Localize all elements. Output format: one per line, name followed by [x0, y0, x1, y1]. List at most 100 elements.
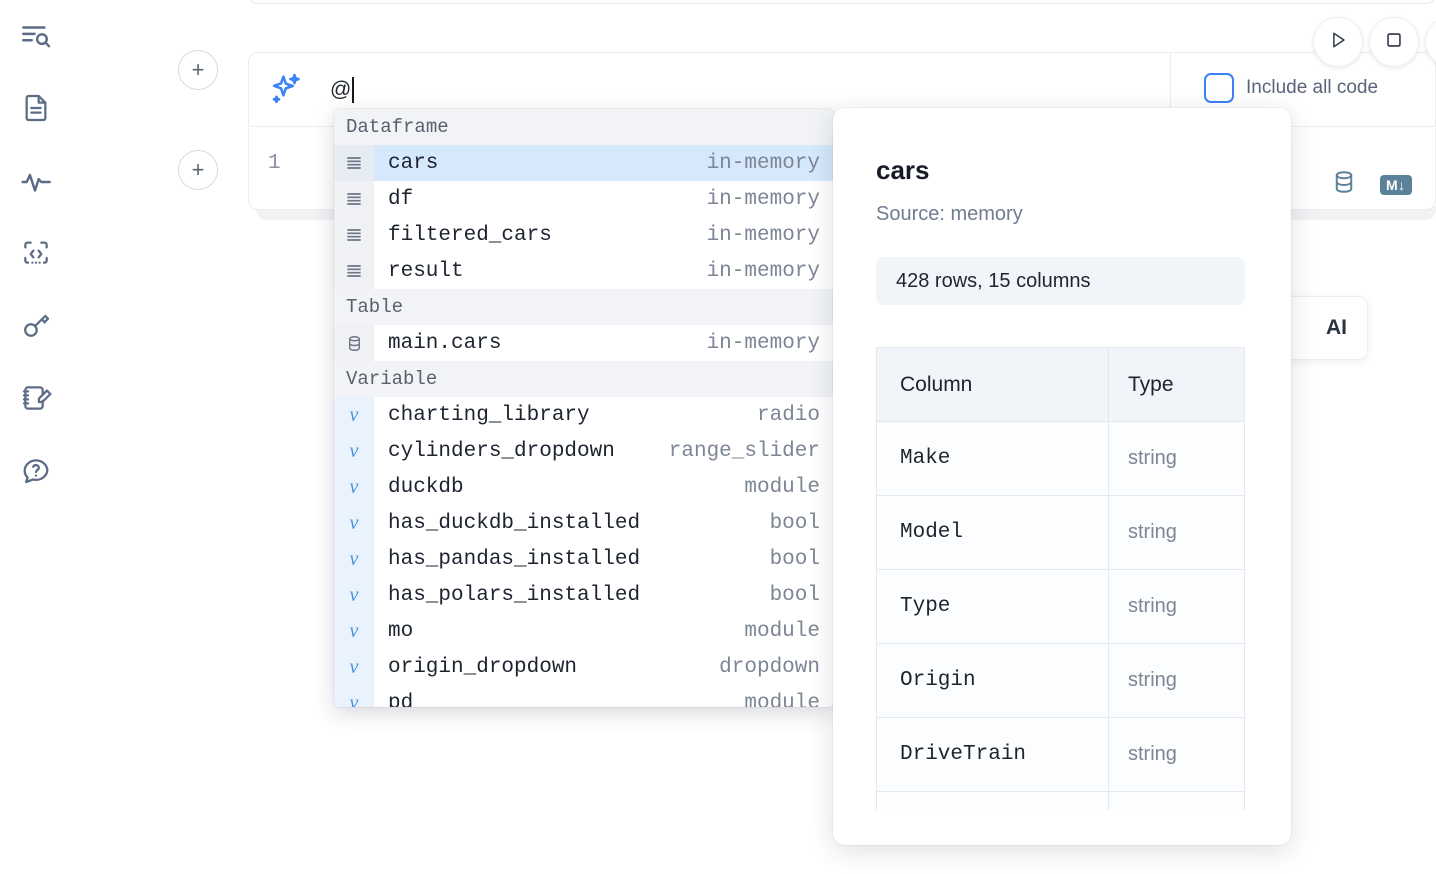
code-line-number: 1	[268, 152, 281, 175]
autocomplete-item-name: pd	[388, 691, 414, 708]
notebook-pen-icon	[20, 382, 52, 414]
stop-button[interactable]	[1369, 17, 1419, 67]
include-all-code-checkbox[interactable]	[1204, 73, 1234, 103]
left-icon-rail	[0, 0, 72, 874]
detail-title: cars	[876, 155, 930, 185]
autocomplete-item[interactable]: main.cars in-memory	[334, 325, 834, 361]
autocomplete-item-kind: module	[744, 475, 820, 499]
detail-column-name: DriveTrain	[877, 718, 1109, 791]
table-icon	[334, 325, 374, 361]
autocomplete-item-name: charting_library	[388, 403, 590, 427]
variable-icon: v	[334, 397, 374, 433]
autocomplete-item-name: has_polars_installed	[388, 583, 641, 607]
autocomplete-item-name: origin_dropdown	[388, 655, 578, 679]
detail-column-name: Type	[877, 570, 1109, 643]
variable-icon: v	[334, 433, 374, 469]
sidebar-item-variables[interactable]	[14, 160, 58, 204]
file-text-icon	[20, 92, 52, 124]
search-outline-icon	[19, 19, 53, 53]
plus-icon: +	[191, 57, 205, 82]
autocomplete-item-kind: bool	[769, 511, 820, 535]
dataframe-icon	[334, 253, 374, 289]
autocomplete-item-name: filtered_cars	[388, 223, 552, 247]
autocomplete-section-header: Dataframe	[334, 109, 834, 145]
autocomplete-item[interactable]: v has_pandas_installed bool	[334, 541, 834, 577]
autocomplete-item[interactable]: v origin_dropdown dropdown	[334, 649, 834, 685]
variable-icon: v	[334, 649, 374, 685]
autocomplete-item-name: has_pandas_installed	[388, 547, 641, 571]
ai-sparkle-icon	[266, 70, 304, 108]
detail-column-name: Origin	[877, 644, 1109, 717]
sidebar-item-scratchpad[interactable]	[14, 376, 58, 420]
add-cell-button-top[interactable]: +	[178, 50, 218, 90]
chat-question-icon	[20, 454, 52, 486]
detail-column-name: MSRP	[877, 792, 1109, 810]
include-all-code-label: Include all code	[1246, 77, 1379, 98]
ai-prompt-input[interactable]: @	[330, 68, 1150, 112]
include-all-code-toggle[interactable]: Include all code	[1204, 73, 1378, 103]
detail-column-type: string	[1109, 718, 1244, 791]
text-caret	[352, 77, 355, 103]
sidebar-item-help[interactable]	[14, 448, 58, 492]
autocomplete-item-kind: module	[744, 691, 820, 708]
add-cell-button-bottom[interactable]: +	[178, 150, 218, 190]
autocomplete-item-name: cars	[374, 145, 707, 181]
dataframe-icon	[334, 145, 374, 181]
autocomplete-item-name: result	[388, 259, 464, 283]
autocomplete-item-kind: in-memory	[706, 331, 820, 355]
ai-cell-divider	[1170, 52, 1171, 127]
stop-square-icon	[1383, 29, 1405, 56]
run-button[interactable]	[1313, 17, 1363, 67]
detail-column-type: string	[1109, 644, 1244, 717]
sidebar-item-outline[interactable]	[14, 14, 58, 58]
autocomplete-section-header: Variable	[334, 361, 834, 397]
previous-cell	[248, 0, 1436, 4]
detail-source: Source: memory	[876, 203, 1023, 225]
variable-icon: v	[334, 505, 374, 541]
markdown-badge-icon[interactable]: M↓	[1380, 174, 1412, 195]
autocomplete-item-name: df	[388, 187, 414, 211]
autocomplete-item-name: duckdb	[388, 475, 464, 499]
autocomplete-item-kind: in-memory	[706, 145, 834, 181]
autocomplete-item-kind: dropdown	[719, 655, 820, 679]
detail-shape-badge: 428 rows, 15 columns	[876, 257, 1245, 305]
sidebar-item-snippets[interactable]	[14, 232, 58, 276]
detail-column-type: string	[1109, 570, 1244, 643]
detail-table-row: MSRPnumber	[877, 792, 1244, 810]
variable-icon: v	[334, 577, 374, 613]
autocomplete-item-kind: bool	[769, 547, 820, 571]
database-icon[interactable]	[1330, 168, 1358, 201]
key-icon	[20, 310, 52, 342]
variable-icon: v	[334, 685, 374, 707]
sidebar-item-secrets[interactable]	[14, 304, 58, 348]
detail-column-type: number	[1109, 792, 1244, 810]
autocomplete-item-kind: in-memory	[706, 259, 820, 283]
plus-icon: +	[191, 157, 205, 182]
autocomplete-item-name: main.cars	[388, 331, 502, 355]
sidebar-item-notebook[interactable]	[14, 86, 58, 130]
autocomplete-item-kind: module	[744, 619, 820, 643]
variable-icon: v	[334, 541, 374, 577]
dataframe-icon	[334, 181, 374, 217]
autocomplete-item[interactable]: result in-memory	[334, 253, 834, 289]
detail-column-name: Model	[877, 496, 1109, 569]
autocomplete-item-name: cylinders_dropdown	[388, 439, 615, 463]
